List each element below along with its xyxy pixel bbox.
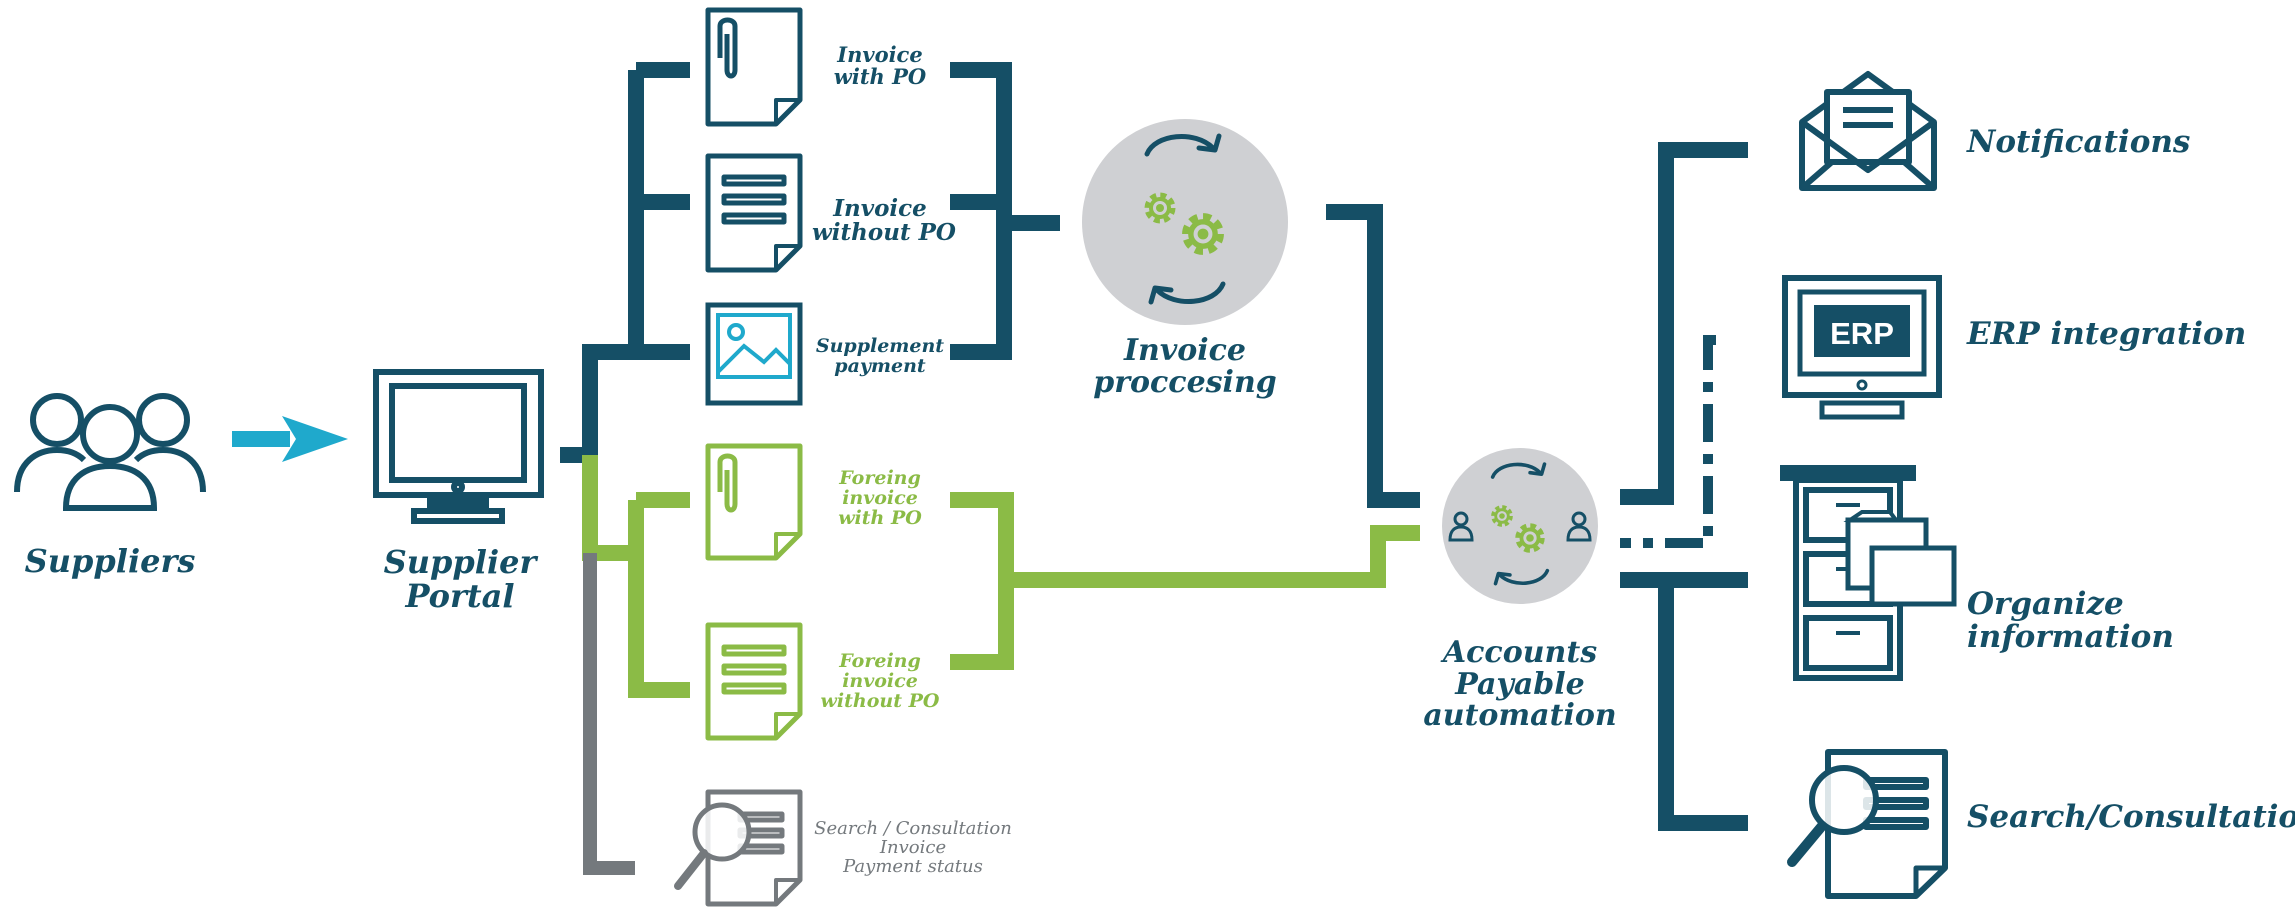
- invoice-processing-icon: [1082, 119, 1288, 325]
- invoice-with-po-line1: Invoice: [837, 42, 923, 67]
- erp-badge: ERP: [1830, 316, 1894, 351]
- connector-output: [1620, 142, 1748, 831]
- supplement-payment-line2: payment: [834, 354, 926, 377]
- people-group-icon: [14, 393, 206, 511]
- foreign-without-po-line1: Foreing: [839, 650, 921, 672]
- search-status-icon: [674, 789, 803, 907]
- connector-green: [582, 455, 1420, 698]
- invoice-processing-line1: Invoice: [1123, 333, 1247, 368]
- search-consultation-label: Search/Consultation: [1967, 799, 2295, 835]
- invoice-processing-label: Invoice proccesing: [1085, 335, 1285, 398]
- search-status-label: Search / Consultation Invoice Payment st…: [808, 818, 1018, 877]
- ap-automation-line2: Payable: [1455, 666, 1585, 702]
- invoice-with-po-icon: [705, 7, 803, 127]
- connector-erp-dashed: [1620, 335, 1716, 548]
- invoice-without-po-icon: [705, 153, 803, 273]
- search-consultation-icon: [1787, 749, 1948, 899]
- connector-gray: [583, 553, 635, 875]
- filing-cabinet-icon: [1780, 465, 1957, 681]
- organize-line2: information: [1967, 618, 2174, 655]
- organize-information-label: Organize information: [1967, 588, 2174, 653]
- supplement-payment-line1: Supplement: [815, 335, 945, 357]
- foreign-with-po-line1: Foreing: [839, 467, 921, 489]
- foreign-with-po-label: Foreing invoice with PO: [815, 467, 945, 529]
- connector-navy: [560, 62, 1420, 508]
- notifications-label: Notifications: [1967, 124, 2191, 160]
- foreign-without-po-line2: invoice: [842, 669, 918, 692]
- supplier-portal-label: Supplier Portal: [380, 543, 540, 615]
- search-status-line2: Invoice: [879, 836, 947, 858]
- erp-monitor-icon: [1782, 275, 1942, 420]
- monitor-icon: [373, 369, 544, 524]
- search-status-line3: Payment status: [843, 855, 983, 877]
- ap-automation-label: Accounts Payable automation: [1410, 637, 1630, 732]
- invoice-processing-line2: proccesing: [1093, 364, 1277, 400]
- supplier-portal-label-line2: Portal: [405, 576, 515, 615]
- erp-integration-label: ERP integration: [1967, 316, 2247, 352]
- supplier-portal-label-line1: Supplier: [383, 543, 537, 581]
- envelope-icon: [1799, 71, 1937, 191]
- ap-automation-icon: [1442, 448, 1598, 604]
- invoice-with-po-label: Invoice with PO: [815, 42, 945, 90]
- invoice-with-po-line2: with PO: [833, 64, 927, 90]
- ap-automation-line3: automation: [1423, 698, 1617, 733]
- supplement-image-icon: [705, 302, 803, 406]
- organize-line1: Organize: [1967, 586, 2124, 622]
- invoice-without-po-label: Invoice without PO: [812, 195, 956, 247]
- suppliers-label: Suppliers: [24, 542, 196, 580]
- foreign-with-po-line2: invoice: [842, 486, 918, 509]
- foreign-without-po-line3: without PO: [820, 689, 940, 712]
- search-status-line1: Search / Consultation: [814, 818, 1012, 839]
- ap-automation-line1: Accounts: [1442, 635, 1598, 670]
- foreign-without-po-icon: [705, 622, 803, 741]
- foreign-with-po-icon: [705, 443, 803, 561]
- invoice-without-po-line1: Invoice: [833, 195, 927, 222]
- foreign-with-po-line3: with PO: [838, 506, 922, 529]
- invoice-without-po-line2: without PO: [812, 219, 956, 247]
- supplement-payment-label: Supplement payment: [810, 335, 950, 377]
- foreign-without-po-label: Foreing invoice without PO: [810, 650, 950, 712]
- arrow-icon: [232, 416, 348, 462]
